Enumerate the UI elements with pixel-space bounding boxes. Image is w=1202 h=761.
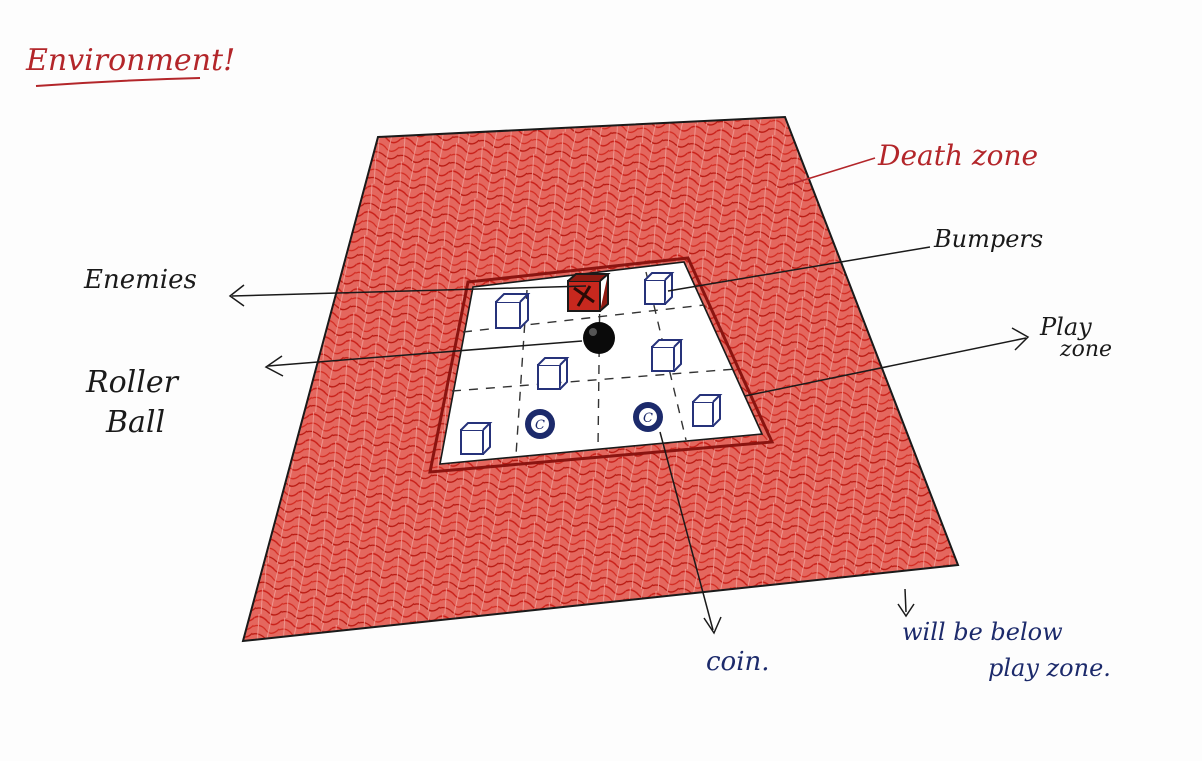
- roller-ball-icon: [583, 322, 615, 354]
- bumpers-label: Bumpers: [933, 225, 1043, 253]
- below-pointer-line: [905, 589, 906, 612]
- below-note-line2: play zone.: [988, 654, 1111, 682]
- title-underline: [36, 78, 200, 86]
- coin-icon: C: [633, 402, 663, 432]
- below-note-line1: will be below: [902, 618, 1063, 646]
- coin-symbol: C: [643, 411, 653, 426]
- coin-label: coin.: [706, 647, 770, 677]
- roller-ball-label-line1: Roller: [85, 365, 180, 400]
- coin-symbol: C: [535, 418, 545, 433]
- title-text: Environment!: [25, 43, 235, 78]
- death-zone-label: Death zone: [877, 139, 1038, 172]
- coin-arrow-head: [704, 617, 721, 633]
- coin-icon: C: [525, 409, 555, 439]
- enemies-label: Enemies: [83, 265, 197, 295]
- play-zone-label-line2: zone: [1059, 337, 1112, 362]
- roller-ball-label-line2: Ball: [105, 405, 165, 440]
